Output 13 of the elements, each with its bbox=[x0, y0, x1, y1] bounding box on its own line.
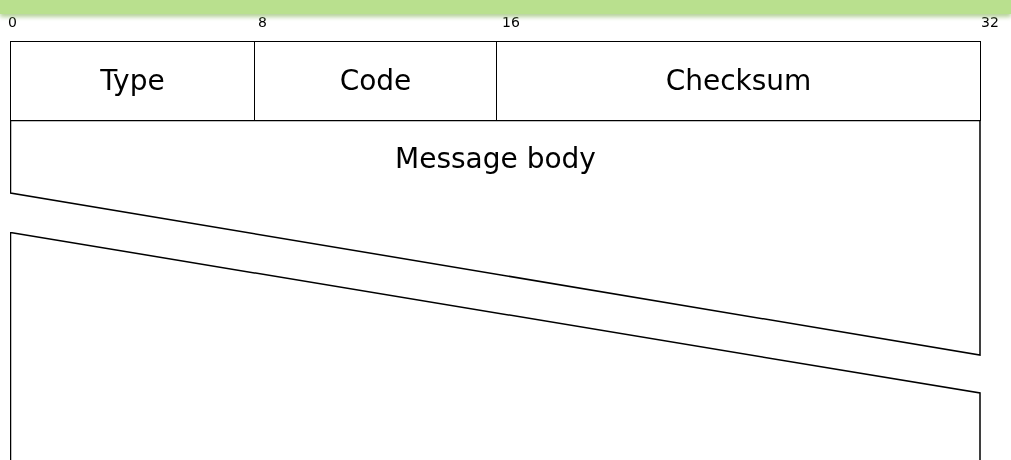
bit-offset-label: 0 bbox=[8, 14, 17, 30]
message-body-field bbox=[10, 120, 981, 356]
field-label: Type bbox=[100, 63, 165, 99]
bit-offset-label: 8 bbox=[258, 14, 267, 30]
continuation-field bbox=[10, 232, 981, 460]
header-field bbox=[10, 41, 255, 121]
field-label: Code bbox=[339, 63, 412, 99]
bit-offset-label: 32 bbox=[981, 14, 999, 30]
field-label: Message body bbox=[395, 141, 596, 177]
header-field bbox=[496, 41, 981, 121]
field-label: Checksum bbox=[665, 63, 812, 99]
title-band bbox=[0, 0, 1011, 14]
bit-offset-label: 16 bbox=[502, 14, 520, 30]
